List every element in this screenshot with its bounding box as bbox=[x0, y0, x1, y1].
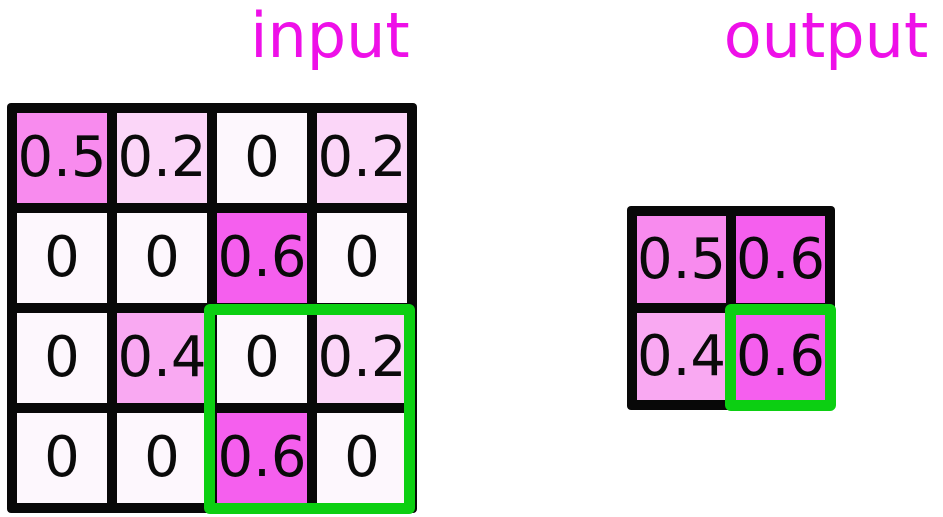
input-grid-cell-r2c3: 0.6 bbox=[217, 213, 307, 303]
input-grid-cell-r3c2: 0.4 bbox=[117, 313, 207, 403]
input-grid-cell-r1c2: 0.2 bbox=[117, 113, 207, 203]
output-grid-cell-r2c2: 0.6 bbox=[736, 313, 825, 400]
output-grid-cell-r1c1: 0.5 bbox=[637, 216, 726, 303]
input-grid-cell-r3c3: 0 bbox=[217, 313, 307, 403]
input-title: input bbox=[250, 0, 410, 72]
input-grid-cell-r3c1: 0 bbox=[17, 313, 107, 403]
input-grid-cell-r2c4: 0 bbox=[317, 213, 407, 303]
output-grid-cell-r2c1: 0.4 bbox=[637, 313, 726, 400]
input-grid-cell-r2c2: 0 bbox=[117, 213, 207, 303]
input-grid-cell-r2c1: 0 bbox=[17, 213, 107, 303]
input-grid-cell-r3c4: 0.2 bbox=[317, 313, 407, 403]
output-title: output bbox=[723, 0, 929, 72]
input-grid-cell-r4c3: 0.6 bbox=[217, 413, 307, 503]
input-grid-cell-r4c1: 0 bbox=[17, 413, 107, 503]
input-grid-cell-r4c2: 0 bbox=[117, 413, 207, 503]
input-grid-cell-r1c1: 0.5 bbox=[17, 113, 107, 203]
output-grid-cell-r1c2: 0.6 bbox=[736, 216, 825, 303]
input-grid-cell-r4c4: 0 bbox=[317, 413, 407, 503]
input-grid-cell-r1c4: 0.2 bbox=[317, 113, 407, 203]
input-grid-cell-r1c3: 0 bbox=[217, 113, 307, 203]
